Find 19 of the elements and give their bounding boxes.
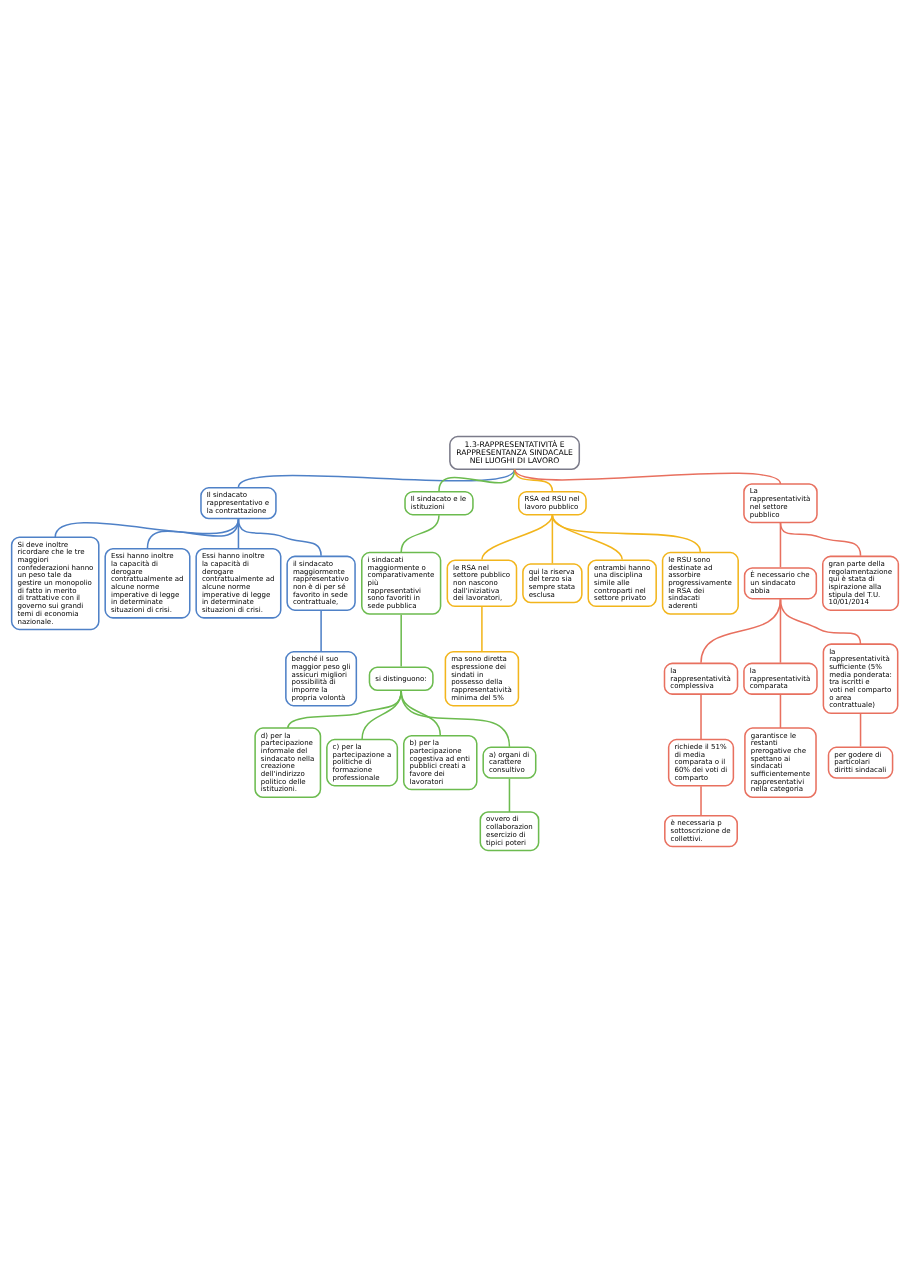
connector (699, 598, 781, 663)
connector (480, 514, 553, 560)
connector (699, 785, 702, 816)
connector (399, 613, 402, 667)
connector (779, 598, 861, 645)
connector (779, 693, 781, 729)
connector (237, 517, 322, 556)
connector (399, 514, 440, 553)
connector (508, 777, 510, 813)
connector (779, 521, 861, 556)
connector (551, 514, 701, 553)
connector (551, 514, 623, 560)
connector (53, 517, 239, 538)
connector (513, 467, 781, 485)
connector (699, 693, 702, 740)
connector (480, 605, 483, 652)
connector (319, 609, 322, 652)
connector (859, 712, 861, 747)
connector (399, 689, 510, 747)
